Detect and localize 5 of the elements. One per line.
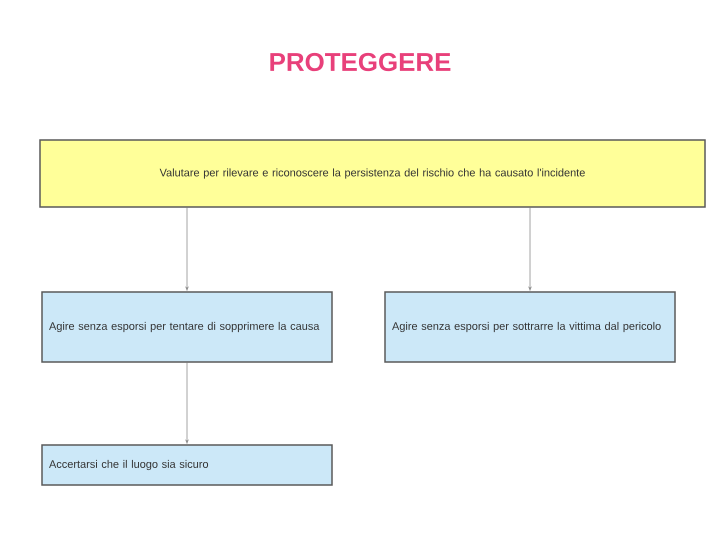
process-box: Agire senza esporsi per sottrarre la vittima dal pericolo: [384, 291, 676, 363]
process-box: Agire senza esporsi per tentare di sopprimere la causa: [41, 291, 333, 363]
title: PROTEGGERE: [270, 52, 450, 72]
process-box: Valutare per rilevare e riconoscere la persistenza del rischio che ha causato l'incidente: [39, 139, 706, 208]
process-box: Accertarsi che il luogo sia sicuro: [41, 444, 333, 486]
